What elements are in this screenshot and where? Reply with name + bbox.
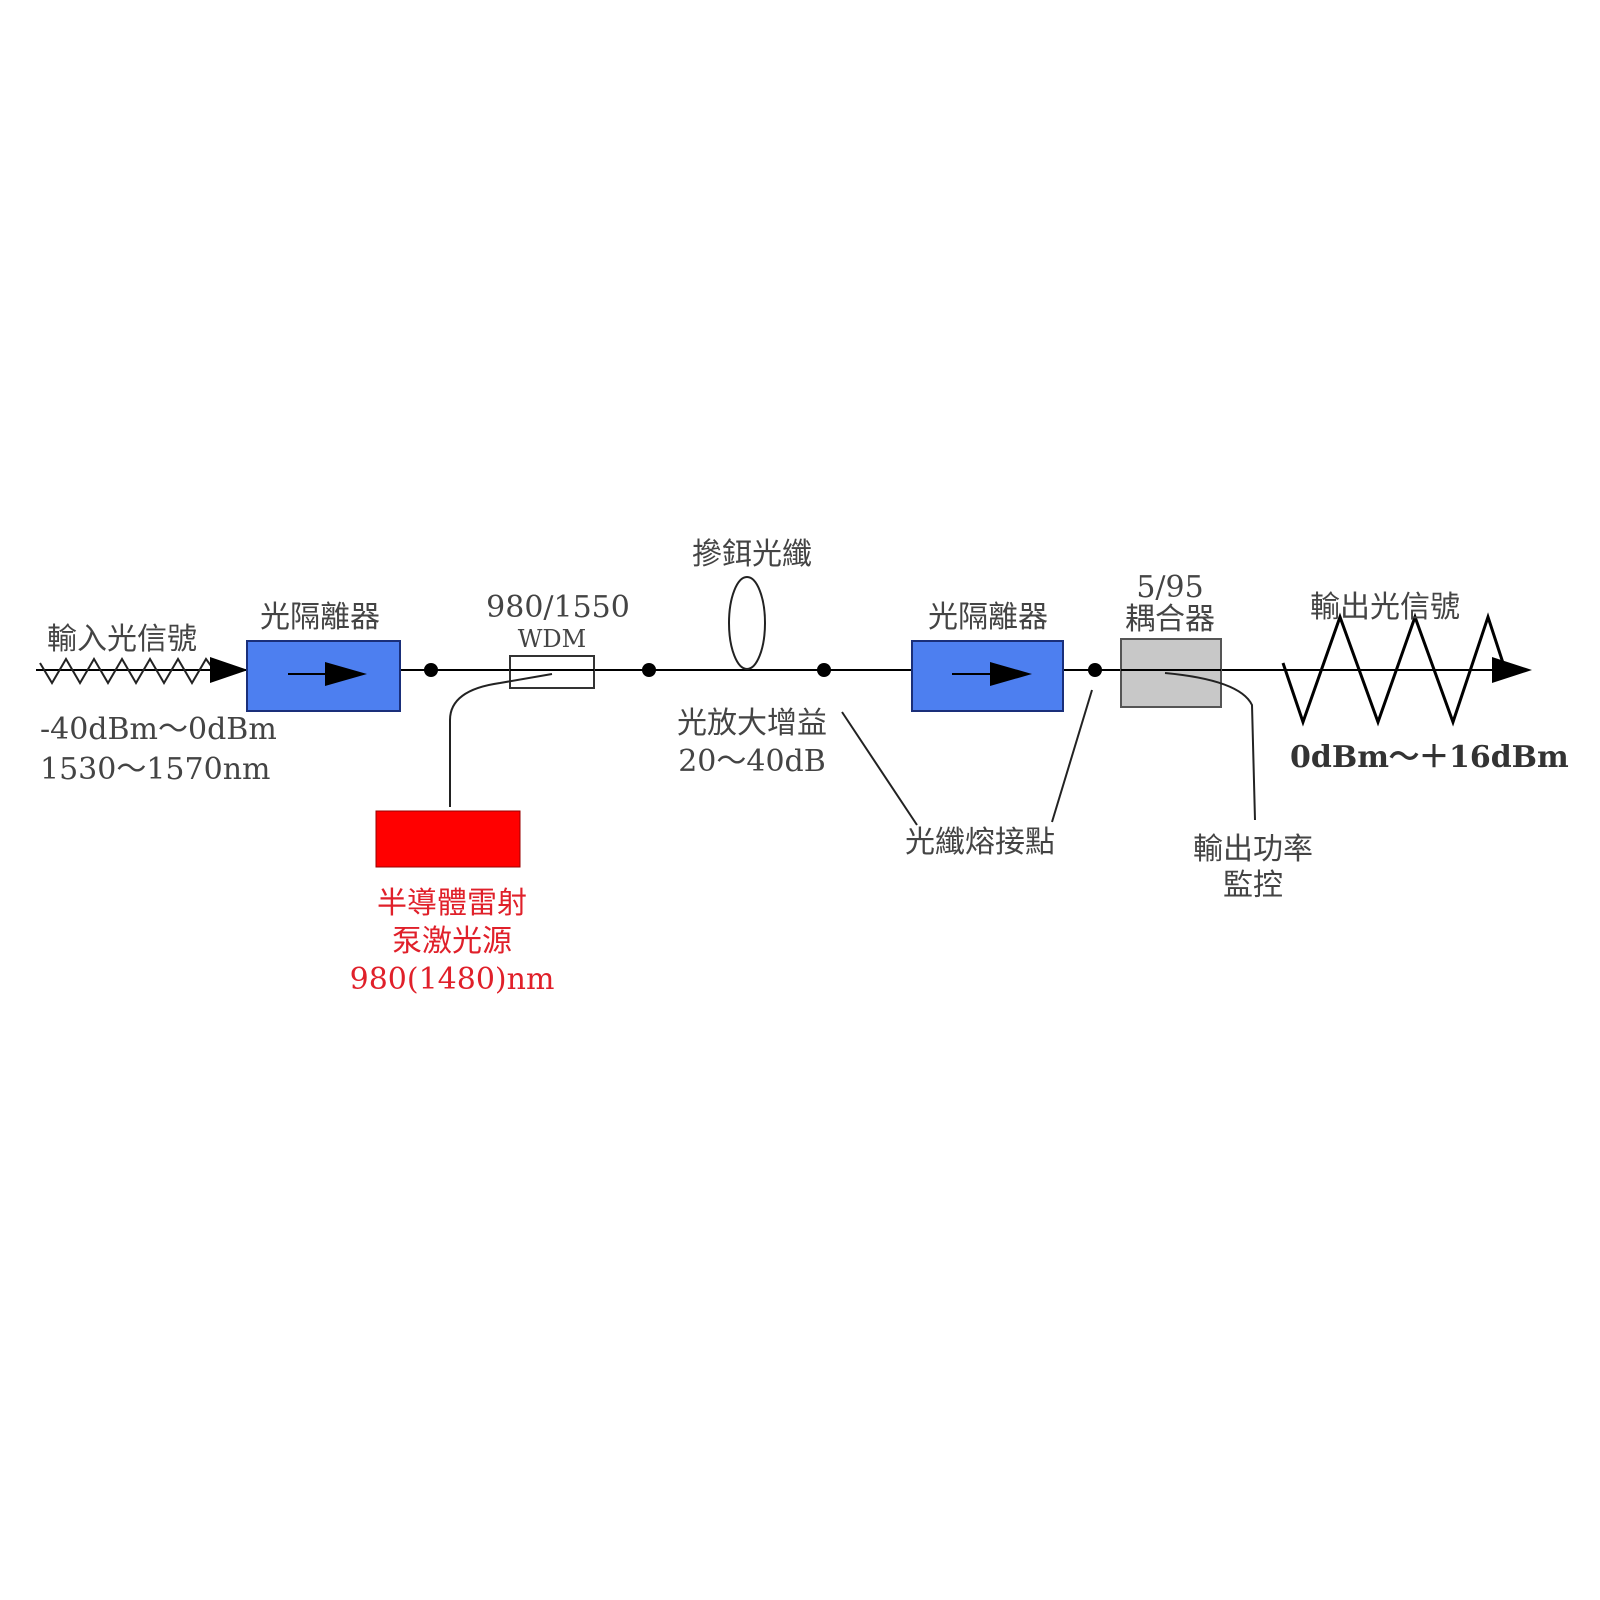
- monitor-label-line2: 監控: [1223, 868, 1283, 903]
- splice-points-label: 光纖熔接點: [905, 825, 1055, 860]
- input-signal-label: 輸入光信號: [47, 622, 197, 657]
- gain-value: 20～40dB: [678, 744, 826, 779]
- gain-title: 光放大增益: [677, 706, 827, 741]
- isolator-2-arrow-icon: [990, 662, 1032, 686]
- isolator-1-box: [246, 640, 401, 712]
- output-arrow-head: [1492, 657, 1532, 683]
- input-wavelength-range: 1530～1570nm: [40, 752, 271, 787]
- input-arrow-head: [210, 657, 248, 683]
- splice-leader-line: [1051, 689, 1093, 823]
- wdm-box: [509, 655, 595, 689]
- pump-label-line3: 980(1480)nm: [349, 962, 555, 997]
- wdm-label: WDM: [517, 625, 587, 653]
- isolator-2-label: 光隔離器: [928, 600, 1048, 635]
- pump-label-line2: 泵激光源: [392, 924, 512, 959]
- wdm-ratio-label: 980/1550: [486, 590, 630, 625]
- input-signal-wave: [39, 657, 215, 685]
- pump-fiber: [449, 673, 553, 807]
- splice-dot: [642, 663, 656, 677]
- splice-leader-line: [841, 711, 918, 826]
- doped-fiber-coil: [728, 576, 766, 670]
- splice-dot: [1088, 663, 1102, 677]
- output-signal-wave: [1281, 612, 1505, 727]
- output-signal-label: 輸出光信號: [1310, 590, 1460, 625]
- isolator-2-box: [911, 640, 1064, 712]
- splice-dot: [424, 663, 438, 677]
- pump-label-line1: 半導體雷射: [377, 886, 527, 921]
- coupler-label: 耦合器: [1125, 602, 1215, 637]
- monitor-tap-fiber: [1164, 672, 1256, 821]
- isolator-1-arrow-icon: [325, 662, 367, 686]
- coupler-ratio-label: 5/95: [1136, 570, 1204, 605]
- splice-dot: [817, 663, 831, 677]
- monitor-label-line1: 輸出功率: [1193, 832, 1313, 867]
- doped-fiber-label: 摻鉺光纖: [692, 537, 812, 572]
- input-power-range: -40dBm～0dBm: [40, 712, 277, 747]
- isolator-1-label: 光隔離器: [260, 600, 380, 635]
- output-power-range: 0dBm～＋16dBm: [1290, 740, 1569, 775]
- pump-laser-box: [375, 810, 521, 868]
